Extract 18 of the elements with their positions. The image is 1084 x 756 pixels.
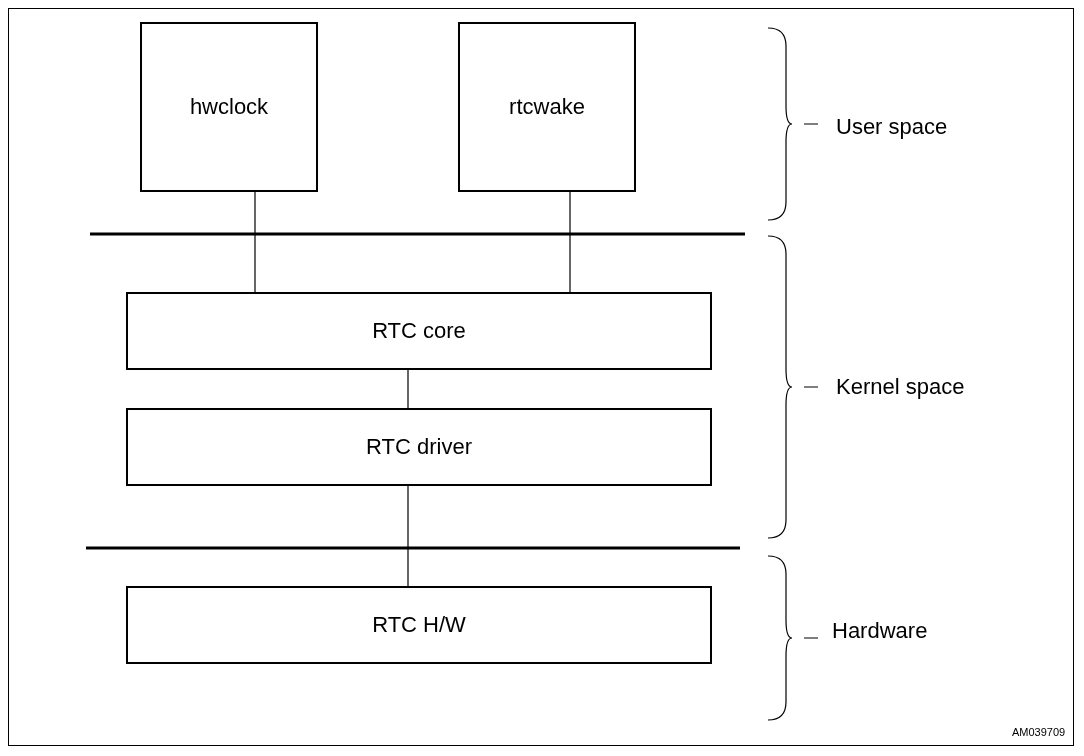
program-box	[458, 22, 636, 192]
connector-line	[254, 191, 256, 293]
connector-line	[407, 369, 409, 409]
layer-box	[126, 408, 712, 486]
node-label: RTC H/W	[372, 612, 466, 638]
layer-box	[126, 586, 712, 664]
layer-label: Hardware	[832, 618, 928, 644]
layer-box	[126, 292, 712, 370]
connector-line	[569, 191, 571, 293]
layer-label: User space	[836, 114, 948, 140]
document-code: AM039709	[1012, 726, 1066, 738]
node-label: hwclock	[189, 94, 269, 120]
layer-label: Kernel space	[836, 374, 965, 400]
connector-line	[407, 485, 409, 587]
program-box	[140, 22, 318, 192]
node-label: rtcwake	[509, 94, 585, 120]
node-label: RTC core	[372, 318, 466, 344]
node-label: RTC driver	[366, 434, 472, 460]
